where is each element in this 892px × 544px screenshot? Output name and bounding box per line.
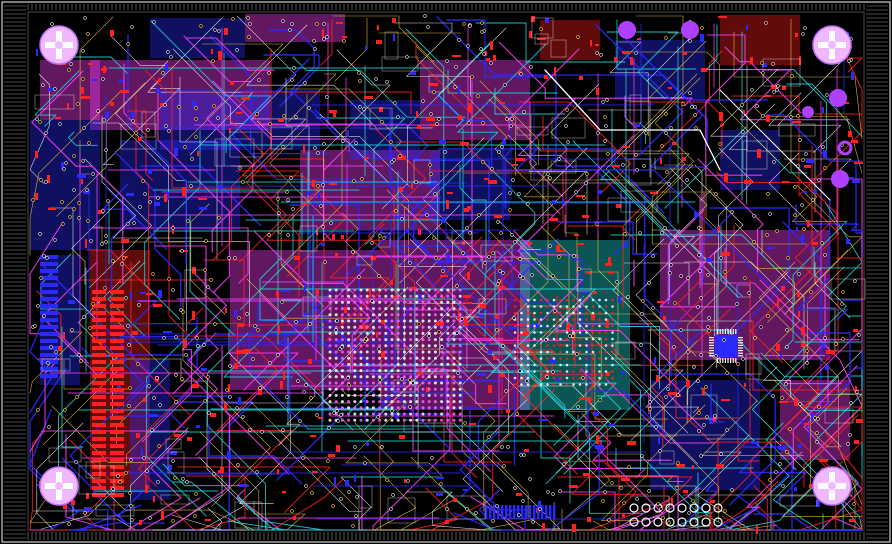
pad-layer [34,16,866,534]
board-edge-hatch [4,4,888,540]
via-layer [31,14,861,528]
large-round-pads [618,21,853,188]
mounting-hole-bottom-right [812,466,852,506]
mounting-hole-top-right [812,25,852,65]
mounting-hole-group [39,25,852,506]
mounting-hole-bottom-left [39,466,79,506]
mounting-hole-top-left [39,25,79,65]
bga-ic-footprint [328,288,614,422]
